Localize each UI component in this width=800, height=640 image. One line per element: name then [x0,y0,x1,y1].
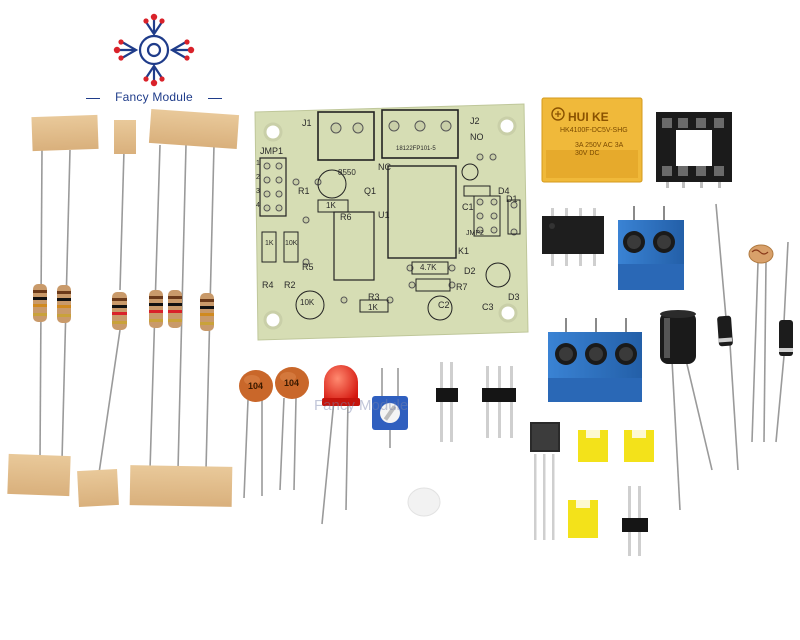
pin-header-2 [482,366,516,438]
brand-name: Fancy Module [86,90,222,104]
pcb-label-q1: Q1 [364,186,377,196]
pcb-label-jmp-1: 1 [256,160,260,167]
resistor-group-left [7,114,99,497]
pcb-label-r4: R4 [262,280,274,290]
ic-chip [542,208,604,266]
photoresistor [748,244,774,443]
transistor [530,422,560,540]
potentiometer [372,368,408,448]
pcb-label-nc: NC [378,162,391,172]
electrolytic-capacitor [660,310,713,511]
jumper-3 [568,500,598,538]
resistor-single [77,120,136,508]
pcb-label-r1: R1 [298,186,310,196]
pcb-label-no: NO [470,132,484,142]
pcb-label-c3: C3 [482,302,494,312]
relay-model: HK4100F-DC5V-SHG [560,127,628,134]
terminal-block-2pin [618,206,684,290]
diode-2 [775,241,793,443]
pcb-label-r6: R6 [340,212,352,222]
ic-socket [656,112,732,188]
pcb-label-r4-val: 1K [265,240,274,247]
pcb-label-r6-val: 1K [326,201,336,210]
pcb-label-r5-val: 10K [285,240,298,247]
brand-logo [112,12,196,88]
diode-1 [715,203,739,471]
relay [541,97,643,183]
pcb-label-c1: C1 [462,202,474,212]
pcb-label-pot-val: 10K [300,298,315,307]
pcb-label-j2: J2 [470,116,480,126]
pcb-label-j1: J1 [302,118,312,128]
relay-rating: 3A 250V AC 3A 30V DC [575,142,623,157]
pcb-label-r3: R3 [368,292,380,302]
jumper-1 [578,430,608,462]
jumper-2 [624,430,654,462]
capacitor-code-1: 104 [248,381,264,391]
pcb-label-jmp-4: 4 [256,202,260,209]
pcb-label-jmp-2: 2 [256,174,260,181]
relay-brand: HUI KE [568,110,609,124]
pin-header-3 [622,486,648,556]
pcb-label-r7: R7 [456,282,468,292]
pcb-label-d2: D2 [464,266,476,276]
ceramic-capacitor-2 [275,367,309,491]
pcb-label-jmp-3: 3 [256,188,260,195]
pcb-label-q1-part: 8550 [338,168,356,177]
pcb-label-jmp2: JMP2 [466,230,484,237]
pcb-label-c2: C2 [438,300,450,310]
pcb-label-jmp1: JMP1 [260,146,284,156]
pin-header-1 [436,362,458,442]
pcb-label-r7-val: 4.7K [420,263,437,272]
watermark: Fancy Module [314,397,409,414]
pcb-label-part-no: 18122FP101-5 [396,146,436,152]
circuit-logo-icon [113,13,195,87]
capacitor-code-2: 104 [284,378,300,388]
resistor-group-right [129,108,240,507]
relay-logo-icon [551,107,565,121]
ceramic-capacitor-1 [239,370,273,499]
pcb-label-r3-val: 1K [368,303,378,312]
pcb-label-k1: K1 [458,246,470,256]
terminal-block-3pin [548,318,642,402]
pcb-label-r2: R2 [284,280,296,290]
pcb-label-r5: R5 [302,262,314,272]
pcb-label-u1: U1 [378,210,390,220]
led-red [321,365,360,525]
pcb-board [254,103,529,341]
rubber-foot [407,487,441,517]
pcb-label-d1: D1 [506,194,518,204]
pcb-label-d4: D4 [498,186,510,196]
pcb-label-d3: D3 [508,292,520,302]
